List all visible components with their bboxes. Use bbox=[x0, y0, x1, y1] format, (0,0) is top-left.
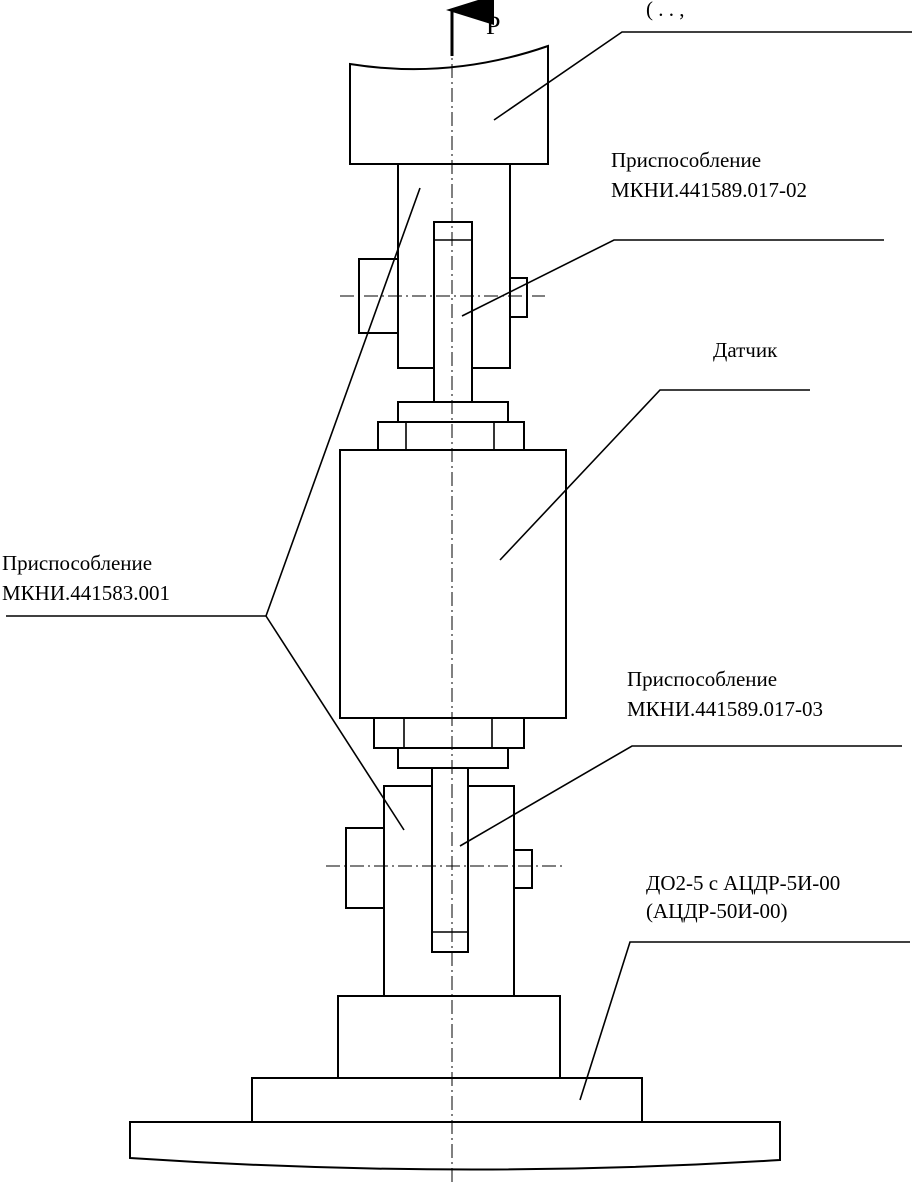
lower-nut bbox=[373, 717, 525, 749]
base-block-upper bbox=[337, 995, 561, 1079]
fixture-left-label-1: Приспособление bbox=[2, 551, 152, 575]
sensor-label: Датчик bbox=[713, 338, 778, 362]
fixture-bottom-label-1: Приспособление bbox=[627, 667, 777, 691]
force-label: P bbox=[486, 11, 500, 40]
lower-pin-head-left bbox=[345, 827, 385, 909]
lower-pin-head-right bbox=[513, 849, 533, 889]
lower-rod bbox=[431, 767, 469, 953]
top-label-fragment: ( . . , bbox=[646, 0, 685, 21]
upper-grip bbox=[349, 44, 549, 165]
fixture-top-label-2: МКНИ.441589.017-02 bbox=[611, 178, 807, 202]
lower-nut-washer bbox=[397, 747, 509, 769]
fixture-left-label-2: МКНИ.441583.001 bbox=[2, 581, 170, 605]
leader-base bbox=[579, 941, 910, 1101]
leader-fixture-top bbox=[461, 239, 884, 317]
fixture-top-label-1: Приспособление bbox=[611, 148, 761, 172]
base-label-2: (АЦДР-50И-00) bbox=[646, 899, 787, 923]
base-label-1: ДО2-5 с АЦДР-5И-00 bbox=[646, 871, 840, 895]
leader-grip bbox=[493, 31, 912, 121]
upper-pin-head-right bbox=[509, 277, 528, 318]
leader-fixture-bottom bbox=[459, 745, 902, 847]
upper-nut-washer bbox=[397, 401, 509, 423]
base-plate bbox=[129, 1121, 781, 1171]
fixture-bottom-label-2: МКНИ.441589.017-03 bbox=[627, 697, 823, 721]
base-block-lower bbox=[251, 1077, 643, 1123]
upper-rod bbox=[433, 221, 473, 403]
upper-nut bbox=[377, 421, 525, 451]
leader-sensor bbox=[499, 389, 810, 561]
sensor-body bbox=[339, 449, 567, 719]
leader-fixture-left-2 bbox=[265, 615, 405, 831]
